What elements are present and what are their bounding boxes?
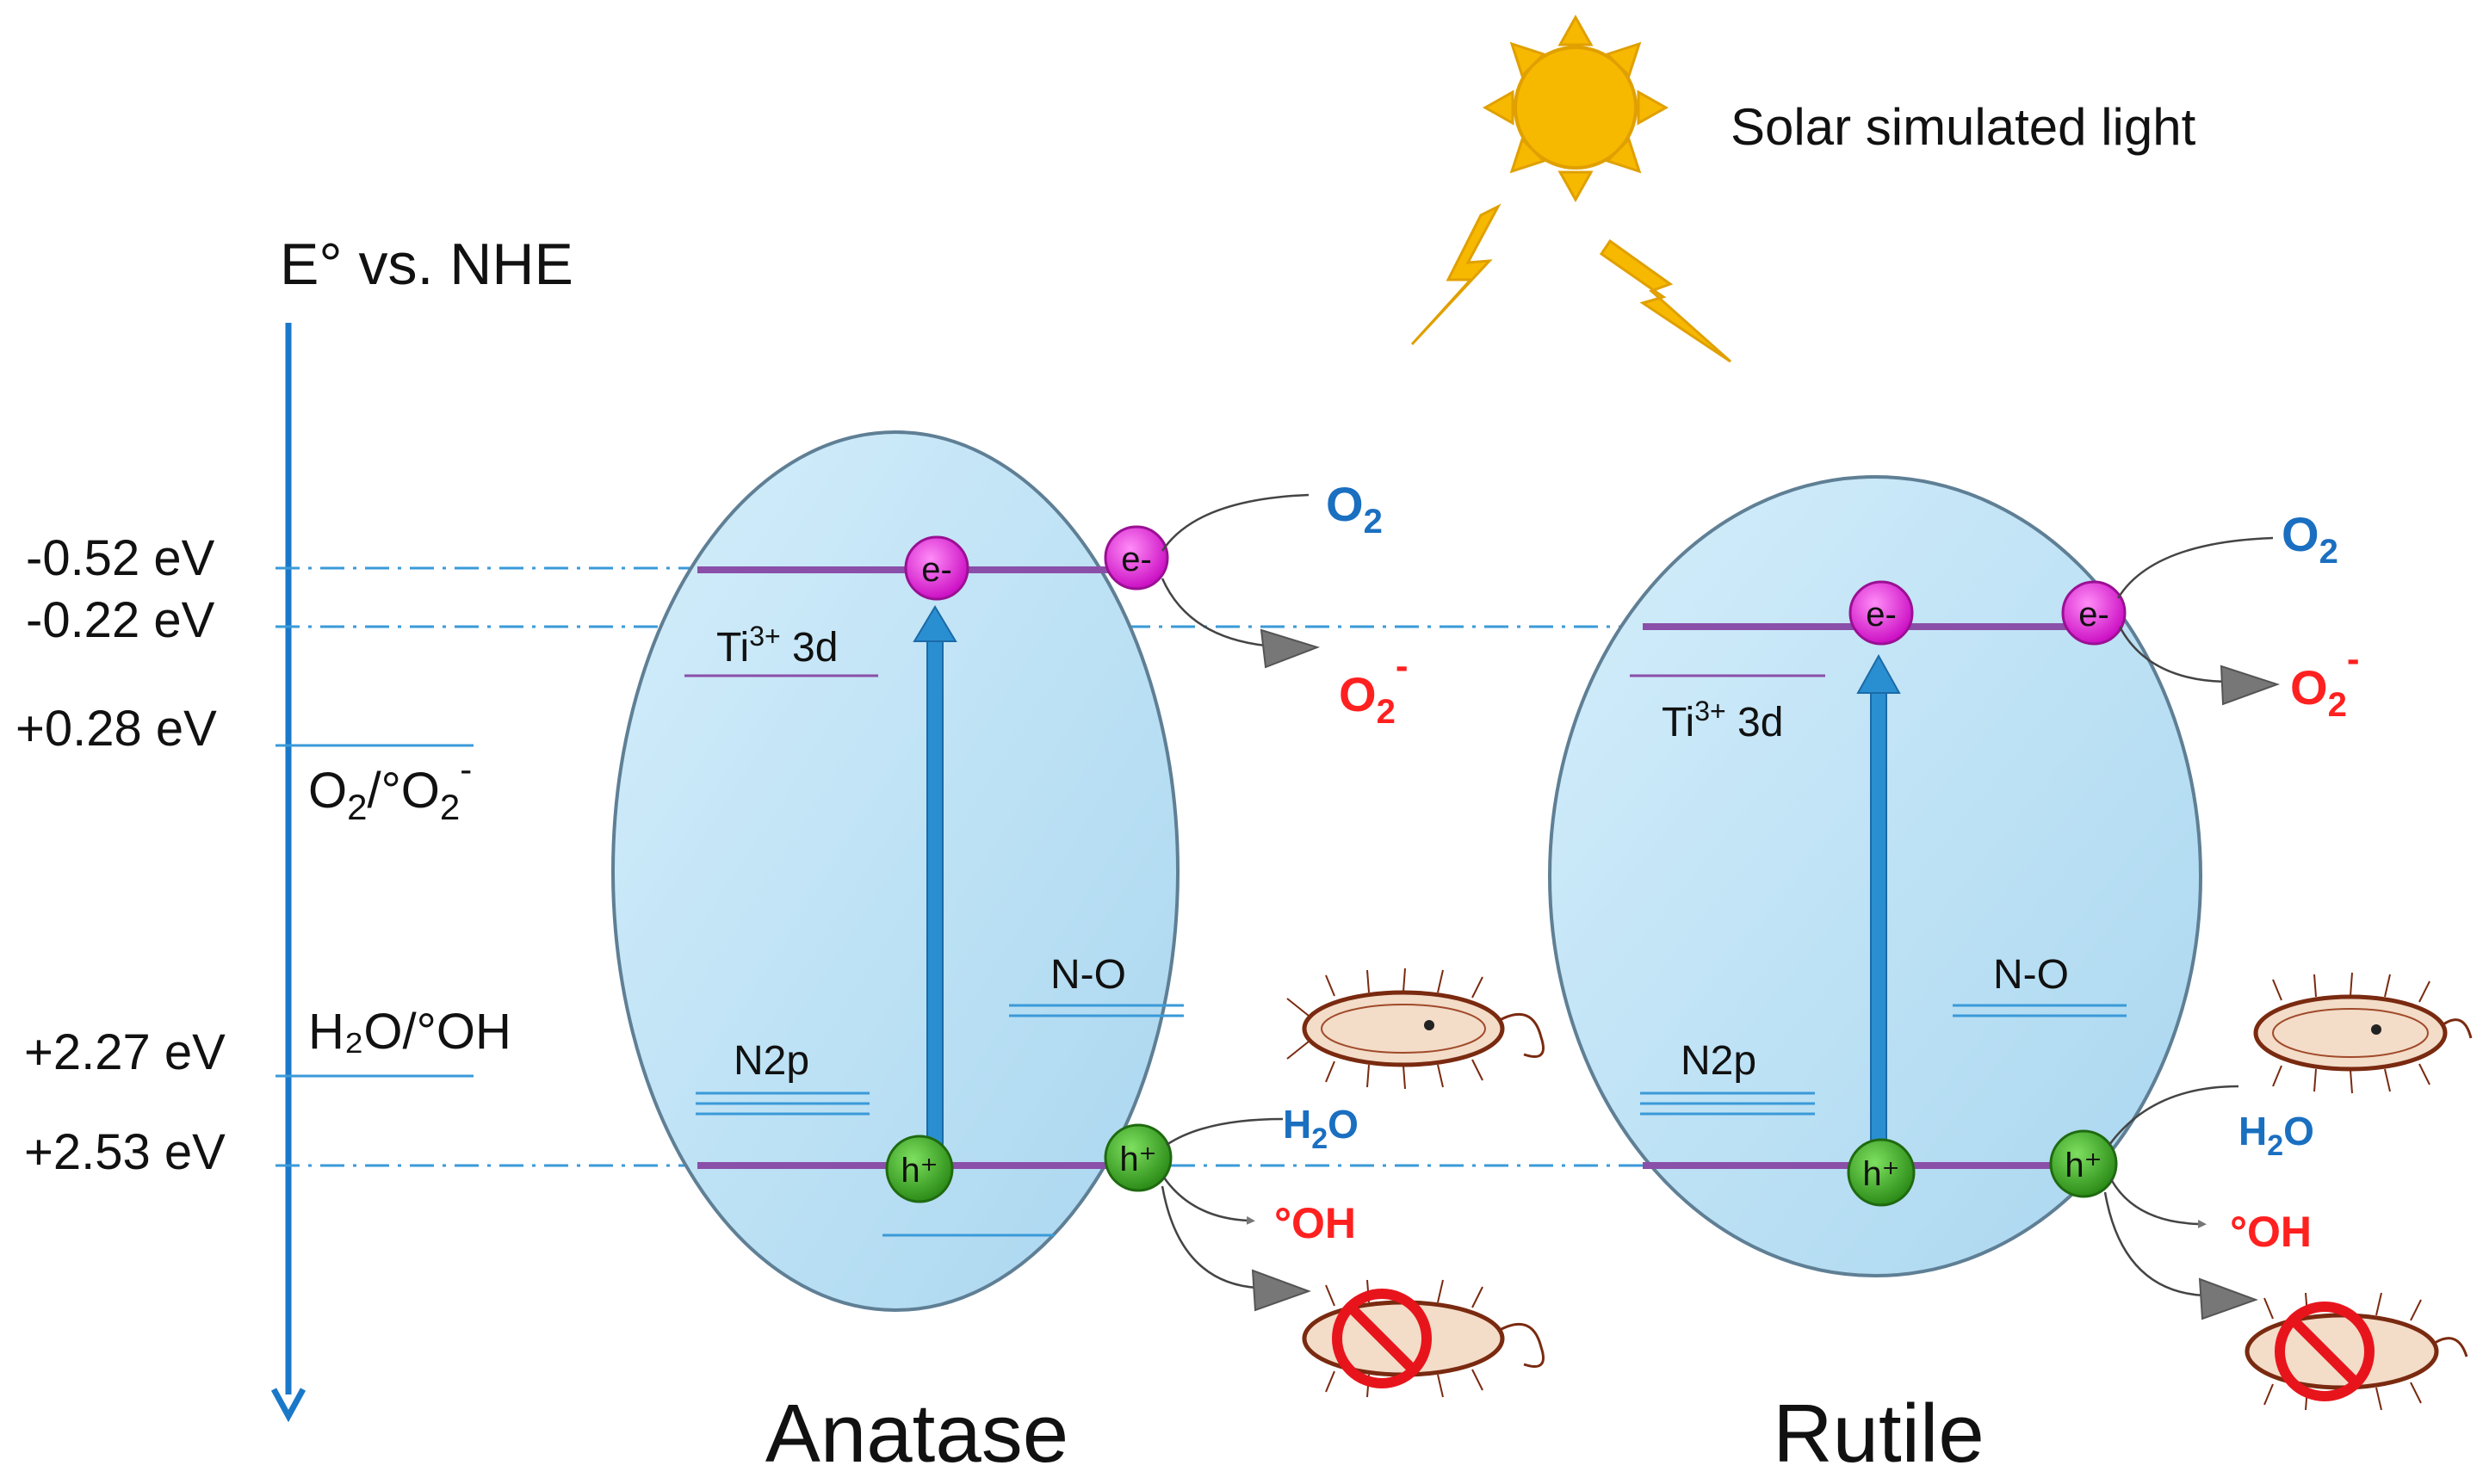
svg-text:e-: e- <box>1121 541 1152 578</box>
svg-text:h⁺: h⁺ <box>901 1152 938 1190</box>
anatase-bacterium-icon <box>1286 968 1545 1090</box>
axis-title: E° vs. NHE <box>280 232 573 297</box>
anatase-electron-center: e- <box>904 535 969 601</box>
anatase-name: Anatase <box>765 1388 1068 1480</box>
rutile-bacteria-arrowhead <box>2198 1277 2258 1320</box>
anatase-n2p-lines <box>696 1091 870 1116</box>
svg-text:h⁺: h⁺ <box>2065 1147 2102 1184</box>
rutile-o2-label: O2 <box>2282 507 2338 571</box>
svg-text:e-: e- <box>1866 596 1897 634</box>
light-label: Solar simulated light <box>1731 98 2196 156</box>
anatase-o2-label: O2 <box>1326 477 1383 541</box>
rutile-no-label: N-O <box>1993 952 2069 998</box>
svg-text:h⁺: h⁺ <box>1119 1141 1156 1178</box>
level-label-253: +2.53 eV <box>24 1124 226 1180</box>
level-label-028: +0.28 eV <box>15 701 217 757</box>
anatase-prohibited-icon <box>1332 1289 1432 1388</box>
level-label-022: -0.22 eV <box>26 592 215 648</box>
rutile-phase: Ti3+ 3d N2p N-O e- e- h⁺ h <box>1548 475 2202 1480</box>
rutile-n2p-label: N2p <box>1681 1038 1756 1084</box>
svg-text:h⁺: h⁺ <box>1862 1155 1899 1193</box>
anatase-killed-bacterium-icon <box>1302 1279 1545 1398</box>
anatase-electron-edge: e- <box>1104 525 1169 591</box>
svg-text:e-: e- <box>921 551 952 589</box>
anatase-ellipse <box>611 430 1180 1312</box>
sun-icon <box>1482 14 1669 203</box>
anatase-n2p-label: N2p <box>734 1038 809 1084</box>
rutile-superoxide-arrowhead <box>2220 665 2281 706</box>
anatase-ti-label: Ti3+ 3d <box>716 621 838 671</box>
rutile-electron-center: e- <box>1848 580 1914 646</box>
anatase-hydroxyl-label: °OH <box>1274 1199 1356 1247</box>
anatase-no-lines <box>1009 1004 1184 1017</box>
anatase-hole-edge: h⁺ <box>1104 1123 1173 1192</box>
rutile-hydroxyl-label: °OH <box>2230 1208 2312 1256</box>
rutile-hole-edge: h⁺ <box>2049 1129 2118 1198</box>
anatase-bacteria-arrowhead <box>1251 1269 1311 1312</box>
rutile-reaction-paths <box>2103 536 2274 1300</box>
rutile-electron-edge: e- <box>2061 580 2127 646</box>
anatase-no-label: N-O <box>1050 952 1126 998</box>
o2-superoxide-couple: O2/°O2- <box>308 749 472 827</box>
anatase-superoxide-arrowhead <box>1260 628 1321 669</box>
anatase-phase: Ti3+ 3d N2p N-O e- e- h⁺ <box>611 430 1184 1480</box>
anatase-water-label: H2O <box>1283 1102 1359 1155</box>
rutile-water-label: H2O <box>2238 1109 2314 1162</box>
rutile-ti-label: Ti3+ 3d <box>1662 696 1783 745</box>
rutile-n2p-lines <box>1640 1091 1815 1116</box>
anatase-hole-center: h⁺ <box>885 1135 954 1203</box>
h2o-hydroxyl-couple: H₂O/°OH <box>308 1004 511 1060</box>
rutile-bacterium-icon <box>2253 972 2473 1094</box>
rutile-name: Rutile <box>1773 1388 1984 1480</box>
rutile-superoxide-label: O2- <box>2290 638 2359 724</box>
anatase-superoxide-label: O2- <box>1339 645 1408 731</box>
energy-axis <box>270 323 307 1423</box>
svg-text:e-: e- <box>2078 596 2109 634</box>
anatase-reaction-paths <box>1161 493 1310 1292</box>
rutile-no-lines <box>1953 1004 2127 1017</box>
rutile-prohibited-icon <box>2275 1302 2375 1401</box>
level-label-227: +2.27 eV <box>24 1024 226 1080</box>
lightning-bolt-right-icon <box>1599 238 1731 363</box>
lightning-bolt-left-icon <box>1410 203 1502 346</box>
rutile-killed-bacterium-icon <box>2245 1292 2468 1411</box>
level-label-052: -0.52 eV <box>26 530 215 586</box>
rutile-hole-center: h⁺ <box>1847 1138 1916 1207</box>
